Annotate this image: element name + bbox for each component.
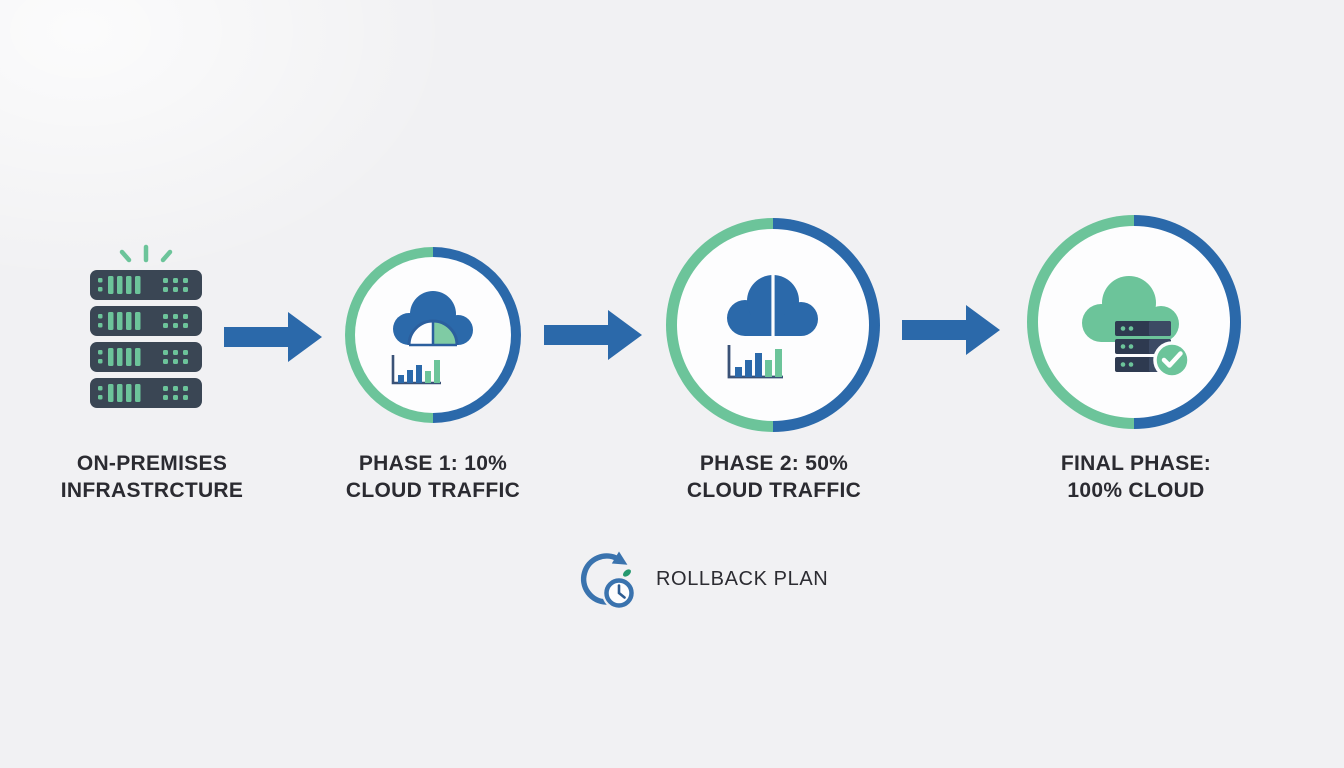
rollback-clock-icon: [580, 551, 636, 610]
connector-arrow-2: [544, 307, 644, 368]
arrow-right-icon: [902, 305, 1000, 355]
server-units: [90, 270, 202, 408]
final-phase-label: FINAL PHASE: 100% CLOUD: [1006, 450, 1266, 504]
connector-arrow-3: [902, 302, 1002, 363]
label-line-2: CLOUD TRAFFIC: [686, 479, 862, 502]
bar-chart-icon: [391, 355, 441, 385]
cloud-server-check-icon: [1082, 276, 1191, 379]
check-badge-icon: [1153, 341, 1191, 379]
bar-chart-icon: [727, 345, 783, 379]
split-cloud-icon: [727, 275, 818, 336]
final-phase-circle: [1038, 226, 1230, 418]
label-line-2: 100% CLOUD: [1067, 479, 1205, 502]
server-rack-icon: [90, 244, 202, 408]
cloud-split-bar-chart-icon: [727, 273, 818, 379]
on-premises-node: [84, 244, 208, 417]
rollback-plan-label: ROLLBACK PLAN: [656, 567, 829, 590]
final-phase-node: [1027, 215, 1241, 429]
label-line-2: INFRASTRCTURE: [60, 479, 244, 502]
label-line-1: PHASE 1: 10%: [358, 452, 508, 475]
phase-2-node: [666, 218, 880, 432]
label-line-1: PHASE 2: 50%: [699, 452, 849, 475]
gauge-icon: [407, 319, 459, 347]
arrow-right-icon: [544, 310, 642, 360]
cloud-gauge-bar-chart-icon: [391, 291, 473, 385]
on-premises-label: ON-PREMISES INFRASTRCTURE: [22, 450, 282, 504]
arrow-right-icon: [224, 312, 322, 362]
label-line-2: CLOUD TRAFFIC: [345, 479, 521, 502]
cloud-divider: [771, 273, 775, 337]
phase-1-circle: [355, 257, 511, 413]
label-line-1: FINAL PHASE:: [1060, 452, 1212, 475]
signal-dashes-icon: [119, 244, 173, 263]
rollback-plan: ROLLBACK PLAN: [576, 546, 828, 612]
phase-1-node: [345, 247, 521, 423]
phase-2-label: PHASE 2: 50% CLOUD TRAFFIC: [644, 450, 904, 504]
phase-1-label: PHASE 1: 10% CLOUD TRAFFIC: [303, 450, 563, 504]
label-line-1: ON-PREMISES: [76, 452, 228, 475]
connector-arrow-1: [224, 309, 324, 370]
phase-2-circle: [677, 229, 869, 421]
